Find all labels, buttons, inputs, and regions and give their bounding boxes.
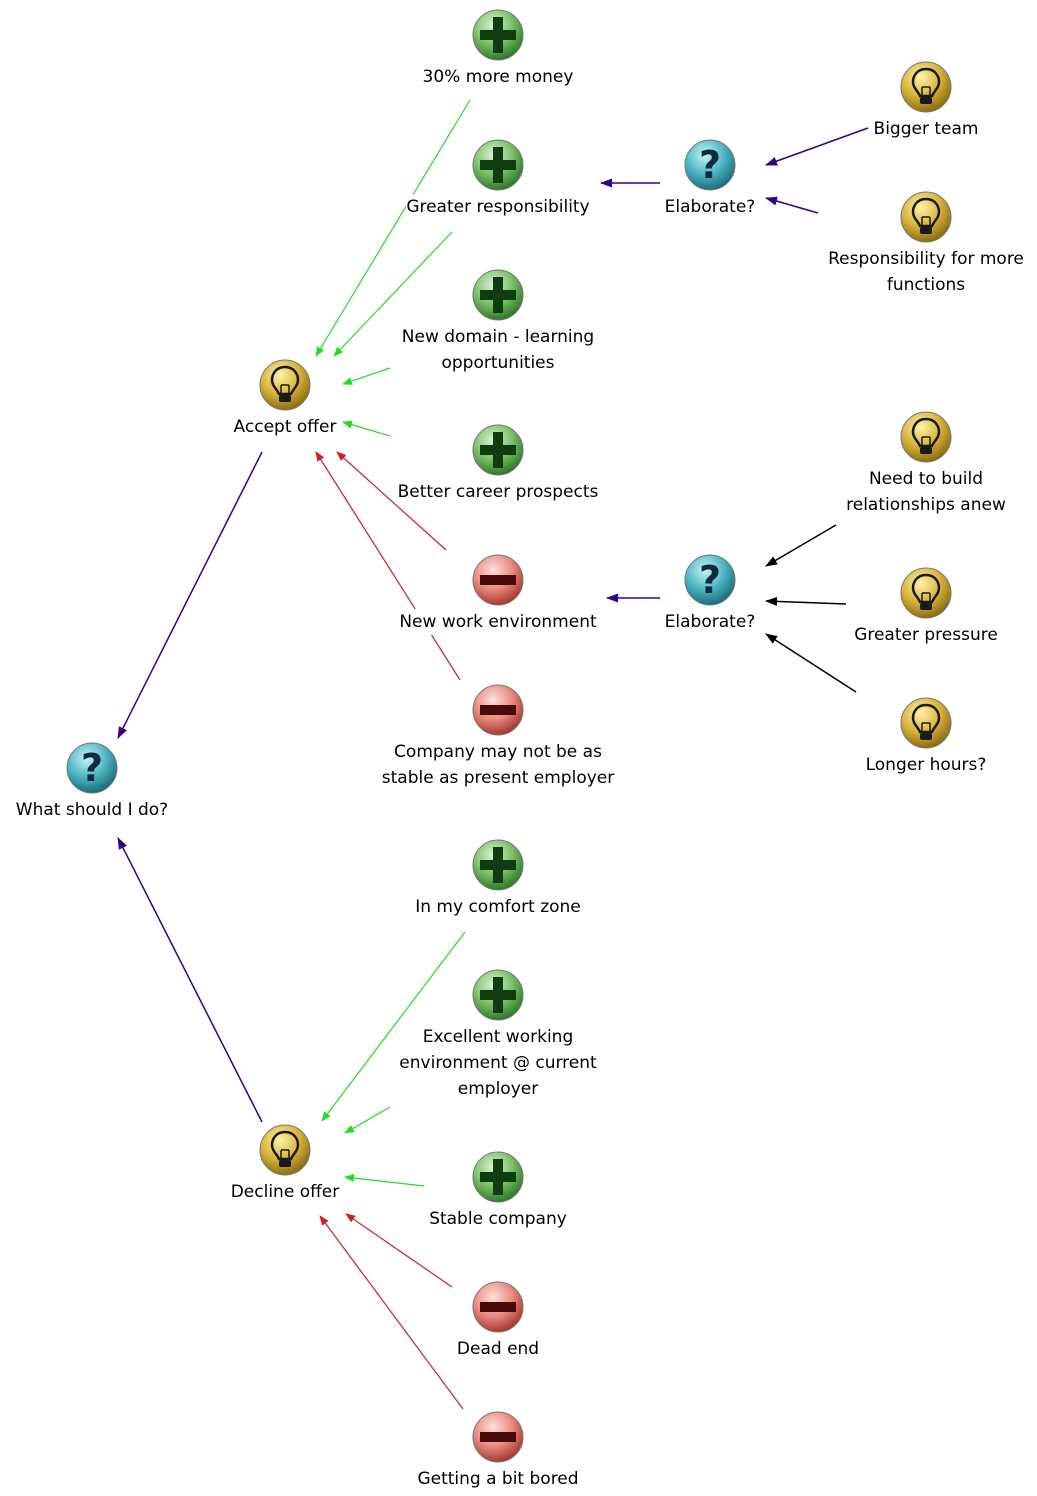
lightbulb-icon[interactable] <box>899 566 953 620</box>
node-label: In my comfort zone <box>415 894 581 920</box>
edge-deadend-to-decline <box>345 1213 453 1288</box>
node-elab1[interactable]: ? Elaborate? <box>580 138 840 220</box>
node-label: Bigger team <box>873 116 979 142</box>
node-label: Getting a bit bored <box>417 1466 579 1492</box>
node-deadend[interactable]: Dead end <box>368 1280 628 1362</box>
lightbulb-icon[interactable] <box>899 60 953 114</box>
node-excellent[interactable]: Excellent working environment @ current … <box>368 968 628 1102</box>
edge-morefunc-to-elab1 <box>765 196 819 214</box>
minus-icon[interactable] <box>471 683 525 737</box>
lightbulb-icon[interactable] <box>899 190 953 244</box>
edge-relations-to-elab2 <box>765 524 837 567</box>
node-label: New domain - learning opportunities <box>401 324 595 376</box>
edge-accept-to-root <box>117 451 263 739</box>
node-bored[interactable]: Getting a bit bored <box>368 1410 628 1492</box>
node-relations[interactable]: Need to build relationships anew <box>796 410 1037 518</box>
node-label: Decline offer <box>230 1179 340 1205</box>
node-label: Better career prospects <box>397 479 599 505</box>
plus-icon[interactable] <box>471 268 525 322</box>
plus-icon[interactable] <box>471 968 525 1022</box>
edge-newenv-to-accept <box>336 451 447 551</box>
question-icon[interactable]: ? <box>65 741 119 795</box>
node-career[interactable]: Better career prospects <box>368 423 628 505</box>
svg-text:?: ? <box>699 143 721 187</box>
node-label: New work environment <box>399 609 597 635</box>
node-hours[interactable]: Longer hours? <box>796 696 1037 778</box>
edge-pressure-to-elab2 <box>765 596 847 606</box>
node-label: Excellent working environment @ current … <box>399 1024 597 1102</box>
minus-icon[interactable] <box>471 1410 525 1464</box>
node-label: Longer hours? <box>865 752 987 778</box>
node-root[interactable]: ? What should I do? <box>0 741 222 823</box>
plus-icon[interactable] <box>471 8 525 62</box>
svg-text:?: ? <box>81 746 103 790</box>
node-stable_con[interactable]: Company may not be as stable as present … <box>368 683 628 791</box>
node-money[interactable]: 30% more money <box>368 8 628 90</box>
question-icon[interactable]: ? <box>683 138 737 192</box>
edge-comfort-to-decline <box>321 931 466 1122</box>
node-elab2[interactable]: ? Elaborate? <box>580 553 840 635</box>
node-morefunc[interactable]: Responsibility for more functions <box>796 190 1037 298</box>
node-label: 30% more money <box>422 64 574 90</box>
plus-icon[interactable] <box>471 423 525 477</box>
plus-icon[interactable] <box>471 838 525 892</box>
node-label: Elaborate? <box>664 194 756 220</box>
question-icon[interactable]: ? <box>683 553 737 607</box>
node-label: What should I do? <box>15 797 169 823</box>
edge-bored-to-decline <box>319 1215 464 1410</box>
node-label: Need to build relationships anew <box>846 466 1006 518</box>
plus-icon[interactable] <box>471 138 525 192</box>
node-label: Greater pressure <box>854 622 998 648</box>
lightbulb-icon[interactable] <box>899 696 953 750</box>
node-decline[interactable]: Decline offer <box>155 1123 415 1205</box>
node-comfort[interactable]: In my comfort zone <box>368 838 628 920</box>
node-stablepro[interactable]: Stable company <box>368 1150 628 1232</box>
node-accept[interactable]: Accept offer <box>155 358 415 440</box>
lightbulb-icon[interactable] <box>258 1123 312 1177</box>
edge-stablepro-to-decline <box>344 1174 425 1187</box>
node-label: Company may not be as stable as present … <box>381 739 615 791</box>
edge-stable_con-to-accept <box>315 451 461 681</box>
edge-resp-to-accept <box>333 231 453 357</box>
node-newenv[interactable]: New work environment <box>368 553 628 635</box>
edge-bigteam-to-elab1 <box>765 127 869 166</box>
node-bigteam[interactable]: Bigger team <box>796 60 1037 142</box>
node-label: Elaborate? <box>664 609 756 635</box>
node-label: Greater responsibility <box>406 194 590 220</box>
node-pressure[interactable]: Greater pressure <box>796 566 1037 648</box>
edge-career-to-accept <box>342 420 391 437</box>
svg-text:?: ? <box>699 558 721 602</box>
minus-icon[interactable] <box>471 553 525 607</box>
edge-excellent-to-decline <box>344 1106 391 1134</box>
edge-hours-to-elab2 <box>765 633 857 693</box>
node-label: Stable company <box>429 1206 567 1232</box>
node-label: Dead end <box>456 1336 540 1362</box>
node-domain[interactable]: New domain - learning opportunities <box>368 268 628 376</box>
node-label: Accept offer <box>233 414 337 440</box>
node-resp[interactable]: Greater responsibility <box>368 138 628 220</box>
node-label: Responsibility for more functions <box>828 246 1024 298</box>
lightbulb-icon[interactable] <box>899 410 953 464</box>
edge-domain-to-accept <box>342 367 391 385</box>
edge-decline-to-root <box>117 837 263 1123</box>
edge-money-to-accept <box>315 99 471 357</box>
plus-icon[interactable] <box>471 1150 525 1204</box>
lightbulb-icon[interactable] <box>258 358 312 412</box>
minus-icon[interactable] <box>471 1280 525 1334</box>
